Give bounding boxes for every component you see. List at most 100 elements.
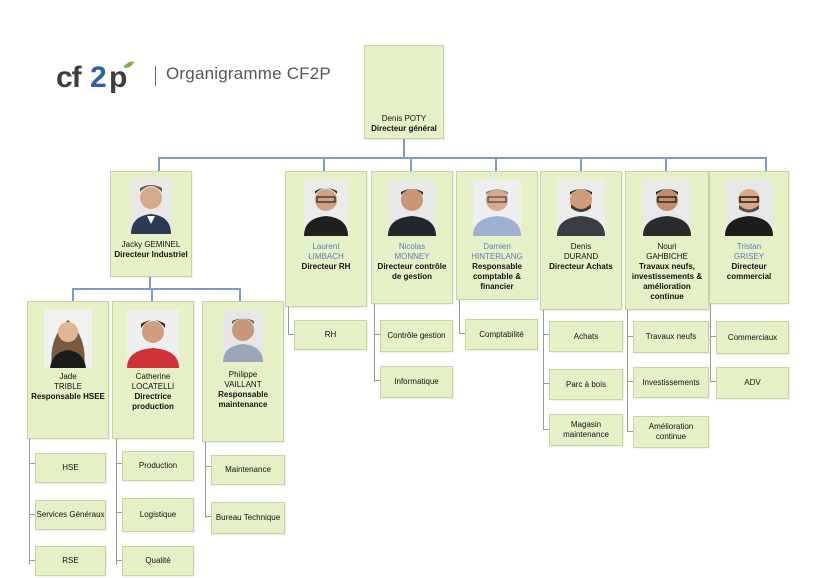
person-role: Responsable maintenance [218, 390, 268, 409]
unit-box: Achats [549, 321, 623, 352]
unit-label: Services Généraux [36, 510, 105, 519]
connector [580, 157, 582, 171]
director-card-industriel: Jacky GEMINEL Directeur Industriel [110, 171, 192, 277]
ceo-card: Denis POTY Directeur général [364, 45, 444, 139]
connector [323, 157, 325, 171]
unit-label: Commerciaux [727, 332, 778, 342]
unit-label: RH [324, 330, 337, 339]
unit-label: Achats [573, 331, 599, 341]
unit-label: Travaux neufs [645, 332, 697, 341]
connector [116, 512, 122, 513]
unit-box: HSE [35, 453, 106, 483]
connector [543, 383, 549, 384]
connector [403, 137, 405, 159]
unit-box: Services Généraux [35, 500, 106, 530]
person-role: Travaux neufs, investissements & amélior… [631, 262, 703, 301]
unit-label: Investissements [642, 377, 700, 387]
person-last-name: LIMBACH [308, 252, 344, 261]
connector [543, 308, 544, 430]
unit-label: ADV [744, 378, 761, 387]
avatar [557, 180, 605, 236]
person-name: Denis POTY [381, 114, 427, 123]
unit-label: Bureau Technique [215, 513, 281, 522]
connector [149, 275, 151, 289]
connector [765, 157, 767, 171]
person-name: Jacky GEMINEL [121, 240, 181, 249]
unit-box: Qualité [122, 546, 194, 576]
unit-label: RSE [62, 556, 79, 565]
unit-label: Maintenance [225, 465, 271, 474]
connector [29, 463, 35, 464]
unit-box: Bureau Technique [211, 502, 285, 534]
unit-label: Logistique [139, 510, 177, 519]
person-role: Directeur commercial [726, 262, 772, 281]
manager-card-maintenance: Philippe VAILLANT Responsable maintenanc… [202, 301, 284, 442]
avatar [473, 180, 521, 236]
connector [116, 560, 122, 561]
person-last-name: TRIBLE [53, 382, 82, 391]
avatar [388, 180, 436, 236]
connector [627, 431, 633, 432]
person-role: Directeur contrôle de gestion [377, 262, 447, 281]
person-first-name: Denis [570, 242, 592, 251]
connector [374, 334, 380, 335]
unit-box: RH [294, 320, 367, 350]
connector [29, 560, 35, 561]
connector [627, 308, 628, 432]
connector [410, 157, 412, 171]
person-role: Responsable HSEE [31, 392, 105, 401]
manager-card-hsee: Jade TRIBLE Responsable HSEE [27, 301, 109, 439]
person-last-name: DURAND [563, 252, 599, 261]
avatar [131, 178, 171, 234]
unit-box: Travaux neufs [633, 321, 709, 353]
person-role: Responsable comptable & financier [472, 262, 522, 291]
unit-box: RSE [35, 546, 106, 576]
director-card-travaux: Nouri GAHBICHE Travaux neufs, investisse… [625, 171, 709, 310]
connector [459, 333, 465, 334]
person-last-name: GRISEY [733, 252, 765, 261]
unit-label: Production [138, 461, 178, 470]
unit-box: Comptabilité [465, 319, 538, 350]
avatar [44, 310, 92, 368]
cf2p-logo: cf 2 p [56, 60, 136, 94]
unit-label: HSE [62, 463, 79, 472]
person-first-name: Catherine [135, 372, 171, 381]
unit-box: ADV [716, 367, 789, 399]
person-last-name: VAILLANT [224, 380, 262, 389]
connector [665, 157, 667, 171]
person-role: Directrice production [132, 392, 174, 411]
connector [710, 381, 716, 382]
director-card-comptable: Damien HINTERLANG Responsable comptable … [456, 171, 538, 300]
person-first-name: Philippe [228, 370, 258, 379]
connector [543, 334, 549, 335]
avatar [127, 310, 179, 368]
connector [495, 157, 497, 171]
director-card-commercial: Tristan GRISEY Directeur commercial [709, 171, 789, 304]
svg-text:p: p [109, 61, 127, 94]
person-first-name: Damien [483, 242, 511, 251]
unit-box: Parc à bois [549, 369, 623, 400]
title-separator [155, 66, 156, 86]
person-first-name: Nicolas [398, 242, 426, 251]
person-last-name: GAHBICHE [646, 252, 688, 261]
person-last-name: MONNEY [394, 252, 430, 261]
unit-box: Magasin maintenance [549, 414, 623, 446]
connector [116, 463, 122, 464]
avatar [725, 180, 773, 236]
unit-box: Commerciaux [716, 321, 789, 354]
connector [627, 336, 633, 337]
connector [205, 440, 206, 518]
unit-label: Qualité [145, 556, 171, 565]
person-role: Directeur Achats [549, 262, 613, 271]
connector [288, 334, 294, 335]
connector [374, 380, 380, 381]
connector [627, 381, 633, 382]
unit-box: Amélioration continue [633, 416, 709, 448]
unit-box: Informatique [380, 366, 453, 398]
person-first-name: Nouri [657, 242, 677, 251]
unit-label: Parc à bois [565, 379, 607, 389]
connector [710, 336, 716, 337]
avatar [223, 310, 263, 362]
connector [116, 437, 117, 565]
person-last-name: LOCATELLI [131, 382, 175, 391]
